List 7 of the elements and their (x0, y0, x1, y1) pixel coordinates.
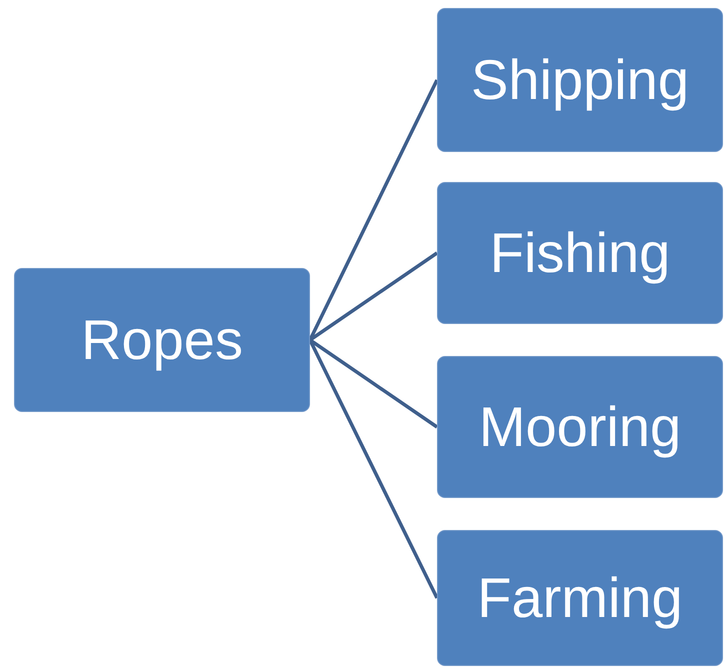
category-box (437, 530, 723, 666)
category-box (437, 182, 723, 324)
category-box (14, 268, 310, 412)
category-box (437, 8, 723, 152)
connector-line (309, 252, 438, 342)
category-box (437, 356, 723, 498)
connector-line (309, 338, 438, 428)
